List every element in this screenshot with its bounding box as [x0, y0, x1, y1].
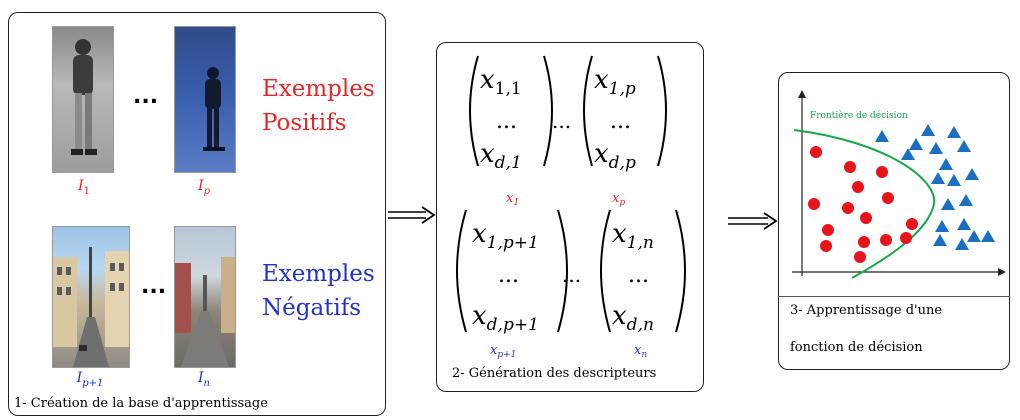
panel2-caption: 2- Génération des descripteurs [452, 366, 657, 381]
circle-point [820, 240, 832, 252]
negative-image-first [52, 226, 130, 368]
panel-decision-learning [778, 72, 1010, 370]
circle-point [900, 232, 912, 244]
circle-point [882, 192, 894, 204]
class-triangles [875, 124, 995, 250]
circle-point [906, 218, 918, 230]
panel1-caption: 1- Création de la base d'apprentissage [14, 396, 268, 411]
label-i1: I1 [78, 178, 90, 197]
matrix-xp1: x1,p+1 ... xd,p+1 [456, 209, 568, 335]
circle-point [844, 161, 856, 173]
triangle-point [981, 230, 995, 242]
circle-point [852, 181, 864, 193]
street-buildings-icon [53, 247, 129, 367]
matrix3-top: x1,p+1 [472, 219, 539, 253]
circle-point [858, 236, 870, 248]
matrix-xn: x1,n ... xd,n [600, 209, 686, 335]
matrix-ellipsis-top: ... [552, 109, 571, 133]
triangle-point [933, 234, 947, 246]
label-ip: Ip [198, 178, 210, 197]
circle-point [842, 202, 854, 214]
positive-label-line2: Positifs [262, 110, 347, 136]
positive-ellipsis: ... [133, 84, 159, 109]
triangle-point [955, 238, 969, 250]
matrix2-mid: ... [610, 109, 631, 134]
panel3-separator [778, 296, 1010, 297]
label-x1: x1 [506, 191, 519, 208]
circle-point [810, 146, 822, 158]
matrix1-top: x1,1 [480, 65, 522, 99]
negative-image-last [174, 226, 236, 368]
label-xp1: xp+1 [490, 343, 516, 360]
triangle-point [941, 198, 955, 210]
triangle-point [947, 174, 961, 186]
triangle-point [921, 124, 935, 136]
matrix2-bot: xd,p [594, 139, 636, 173]
road-scene-icon [175, 257, 235, 367]
matrix-xp: x1,p ... xd,p [583, 55, 667, 173]
triangle-point [901, 148, 915, 160]
negative-label-line2: Négatifs [262, 295, 362, 321]
label-xn: xn [634, 343, 647, 360]
pedestrian-figure-icon [71, 39, 97, 155]
matrix1-bot: xd,1 [480, 139, 522, 173]
triangle-point [939, 158, 953, 170]
boundary-label: Frontière de décision [810, 110, 908, 121]
circle-point [822, 224, 834, 236]
circle-point [808, 198, 820, 210]
decision-boundary-plot: Frontière de décision [792, 90, 1006, 279]
triangle-point [875, 130, 889, 142]
positive-image-last [174, 26, 236, 173]
decision-boundary-curve [793, 129, 936, 279]
positive-examples-label: Exemples Positifs [262, 72, 375, 140]
matrix4-top: x1,n [612, 219, 654, 253]
matrix2-top: x1,p [594, 65, 636, 99]
matrix1-mid: ... [496, 109, 517, 134]
negative-label-line1: Exemples [262, 261, 375, 287]
triangle-point [967, 230, 981, 242]
circle-point [854, 251, 866, 263]
triangle-point [931, 172, 945, 184]
triangle-point [965, 168, 979, 180]
triangle-point [957, 140, 971, 152]
class-circles [808, 146, 918, 263]
triangle-point [947, 126, 961, 138]
panel3-caption-line1: 3- Apprentissage d'une [790, 303, 943, 318]
positive-label-line1: Exemples [262, 76, 375, 102]
triangle-point [929, 142, 943, 154]
triangle-point [957, 218, 971, 230]
matrix3-bot: xd,p+1 [472, 301, 539, 335]
matrix-ellipsis-bottom: ... [562, 263, 581, 287]
y-axis-arrow-icon [798, 90, 806, 98]
circle-point [880, 234, 892, 246]
matrix4-bot: xd,n [612, 301, 654, 335]
skier-figure-icon [203, 67, 225, 151]
negative-ellipsis: ... [141, 274, 167, 299]
circle-point [876, 166, 888, 178]
triangle-point [909, 138, 923, 150]
panel3-caption-line2: fonction de décision [790, 340, 923, 355]
label-in: In [198, 370, 210, 389]
matrix-x1: x1,1 ... xd,1 [469, 55, 553, 173]
negative-examples-label: Exemples Négatifs [262, 257, 375, 325]
circle-point [860, 212, 872, 224]
label-ip1: Ip+1 [76, 370, 104, 389]
label-xp: xp [612, 191, 625, 208]
triangle-point [935, 220, 949, 232]
descriptor-matrices: x1,1 ... xd,1 ... x1,p ... xd,p x1 xp x1… [456, 55, 686, 360]
matrix4-mid: ... [628, 263, 649, 288]
positive-image-first [52, 26, 114, 173]
double-arrow-1-icon [388, 206, 436, 224]
x-axis-arrow-icon [998, 268, 1006, 276]
triangle-point [959, 194, 973, 206]
double-arrow-2-icon [728, 212, 778, 230]
matrix3-mid: ... [498, 263, 519, 288]
panel-descriptor-generation [436, 42, 704, 392]
